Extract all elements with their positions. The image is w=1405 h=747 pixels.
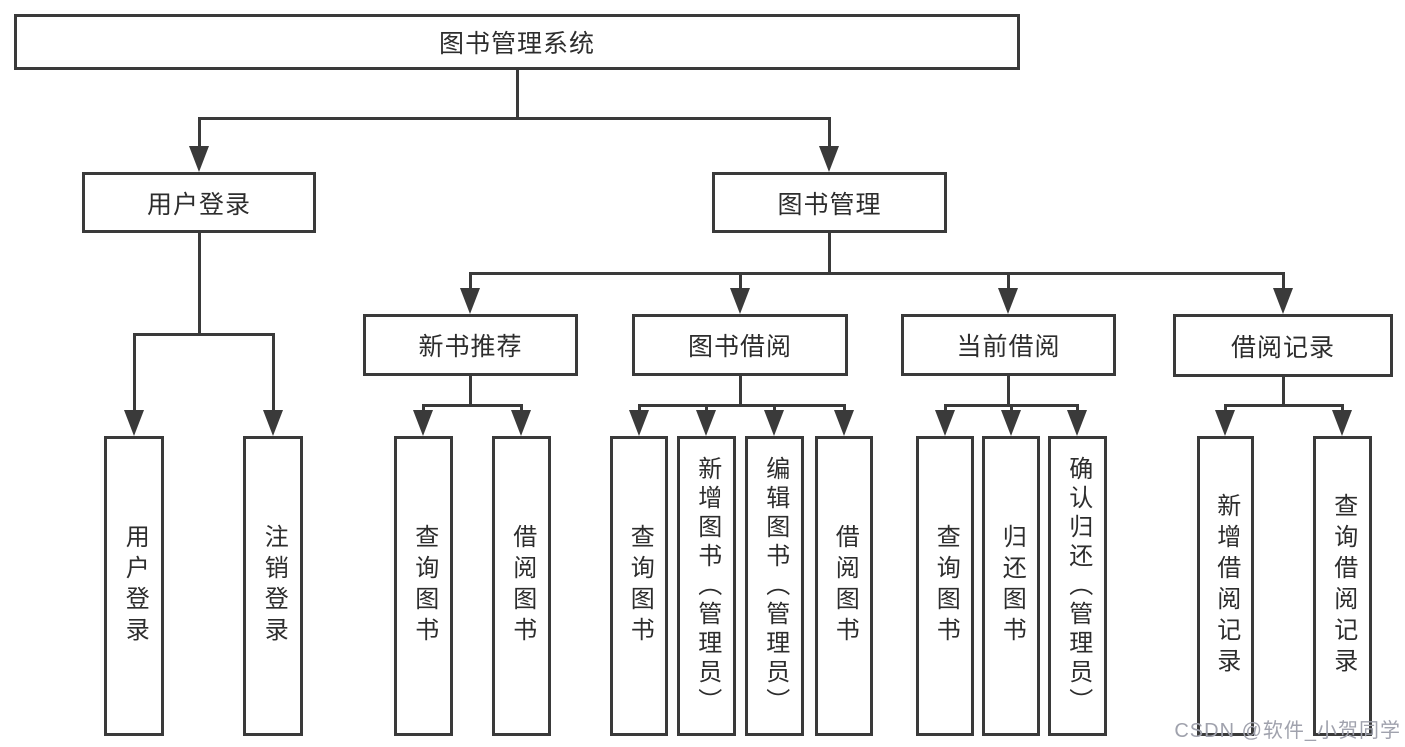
arrow-down-icon	[511, 410, 531, 436]
connector-line	[704, 404, 708, 413]
arrow-down-icon	[764, 410, 784, 436]
node-label: 图书管理系统	[438, 30, 595, 58]
connector-line	[197, 117, 201, 151]
connector-line	[943, 404, 947, 413]
connector-line	[197, 117, 831, 120]
connector-line	[1009, 404, 1013, 413]
leaf-label: 确认归还（管理员）	[1064, 455, 1092, 717]
arrow-down-icon	[413, 410, 433, 436]
arrow-down-icon	[460, 288, 480, 314]
arrow-down-icon	[1001, 410, 1021, 436]
connector-line	[132, 333, 136, 413]
leaf-label: 查询图书	[410, 524, 438, 648]
connector-line	[827, 233, 831, 275]
connector-line	[421, 404, 523, 407]
node-label: 图书管理	[777, 190, 882, 219]
connector-line	[468, 272, 1285, 275]
connector-line	[197, 233, 201, 336]
arrow-down-icon	[1332, 410, 1352, 436]
node-label: 借阅记录	[1230, 333, 1335, 362]
leaf-label: 借阅图书	[508, 524, 536, 648]
leaf-label: 归还图书	[998, 524, 1026, 648]
leaf-edit-book-admin: 编辑图书（管理员）	[745, 436, 804, 736]
leaf-label: 查询图书	[626, 524, 654, 648]
connector-line	[1006, 376, 1010, 407]
arrow-down-icon	[834, 410, 854, 436]
connector-line	[637, 404, 846, 407]
connector-line	[1223, 404, 1227, 413]
leaf-logout-login: 注销登录	[243, 436, 303, 736]
leaf-label: 用户登录	[121, 524, 149, 648]
arrow-down-icon	[263, 410, 283, 436]
connector-line	[519, 404, 523, 413]
connector-line	[827, 117, 831, 151]
leaf-label: 编辑图书（管理员）	[761, 455, 789, 717]
leaf-query-borrow-record: 查询借阅记录	[1313, 436, 1372, 736]
connector-line	[842, 404, 846, 413]
leaf-return-book: 归还图书	[982, 436, 1040, 736]
leaf-label: 新增图书（管理员）	[693, 455, 721, 717]
leaf-add-borrow-record: 新增借阅记录	[1197, 436, 1254, 736]
node-label: 当前借阅	[956, 333, 1061, 361]
leaf-user-login: 用户登录	[104, 436, 164, 736]
arrow-down-icon	[730, 288, 750, 314]
node-current-borrow: 当前借阅	[901, 314, 1116, 376]
connector-line	[132, 333, 275, 336]
leaf-query-book-under-book-borrow: 查询图书	[610, 436, 668, 736]
connector-line	[515, 70, 519, 120]
arrow-down-icon	[1215, 410, 1235, 436]
connector-line	[1075, 404, 1079, 413]
leaf-label: 新增借阅记录	[1212, 493, 1240, 679]
node-book-borrow: 图书借阅	[632, 314, 848, 376]
connector-line	[468, 376, 472, 407]
leaf-borrow-book-under-new-book: 借阅图书	[492, 436, 551, 736]
arrow-down-icon	[935, 410, 955, 436]
csdn-watermark: CSDN @软件_小贺同学	[1174, 720, 1401, 742]
arrow-down-icon	[1067, 410, 1087, 436]
connector-line	[1281, 377, 1285, 407]
connector-line	[772, 404, 776, 413]
leaf-query-book-under-current-borrow: 查询图书	[916, 436, 974, 736]
arrow-down-icon	[629, 410, 649, 436]
connector-line	[271, 333, 275, 413]
connector-line	[738, 272, 742, 290]
leaf-query-book-under-new-book: 查询图书	[394, 436, 453, 736]
node-book-management: 图书管理	[712, 172, 947, 233]
arrow-down-icon	[998, 288, 1018, 314]
connector-line	[468, 272, 472, 290]
leaf-label: 借阅图书	[831, 524, 859, 648]
node-label: 图书借阅	[687, 333, 792, 361]
connector-line	[421, 404, 425, 413]
connector-line	[1340, 404, 1344, 413]
leaf-borrow-book-under-book-borrow: 借阅图书	[815, 436, 873, 736]
arrow-down-icon	[1273, 288, 1293, 314]
leaf-label: 查询图书	[932, 524, 960, 648]
leaf-label: 注销登录	[260, 524, 288, 648]
arrow-down-icon	[696, 410, 716, 436]
leaf-confirm-return-admin: 确认归还（管理员）	[1048, 436, 1107, 736]
arrow-down-icon	[189, 146, 209, 172]
node-label: 新书推荐	[418, 333, 523, 361]
connector-line	[1223, 404, 1344, 407]
node-label: 用户登录	[146, 190, 251, 219]
arrow-down-icon	[124, 410, 144, 436]
leaf-label: 查询借阅记录	[1329, 493, 1357, 679]
connector-line	[1006, 272, 1010, 290]
node-library-management-system: 图书管理系统	[14, 14, 1020, 70]
arrow-down-icon	[819, 146, 839, 172]
connector-line	[1281, 272, 1285, 290]
node-new-book-recommend: 新书推荐	[363, 314, 578, 376]
node-user-login: 用户登录	[82, 172, 316, 233]
node-borrow-record: 借阅记录	[1173, 314, 1393, 377]
leaf-add-book-admin: 新增图书（管理员）	[677, 436, 736, 736]
connector-line	[637, 404, 641, 413]
connector-line	[738, 376, 742, 407]
